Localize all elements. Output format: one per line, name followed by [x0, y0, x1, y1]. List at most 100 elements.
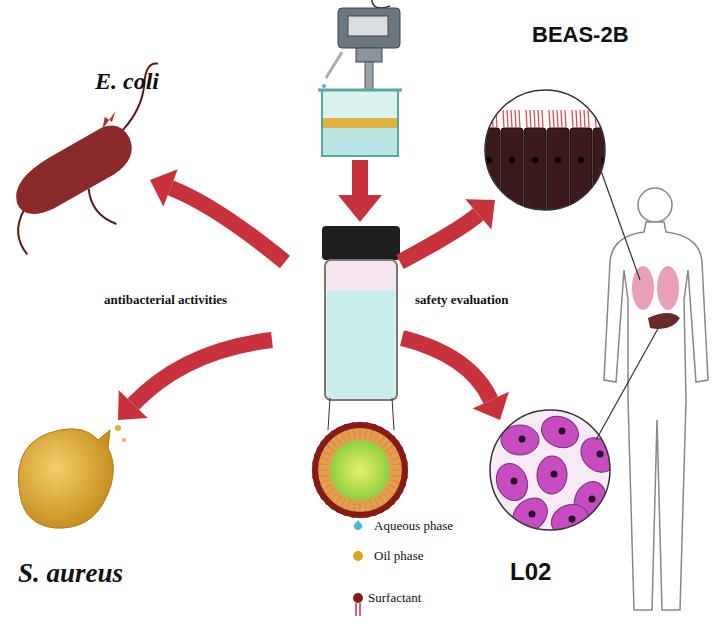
surfactant-head: [364, 511, 370, 517]
nucleus: [559, 428, 566, 435]
cilium: [580, 110, 581, 128]
cilium: [484, 110, 485, 128]
nucleus: [529, 511, 536, 518]
surfactant-head: [317, 446, 323, 452]
surfactant-tail: [365, 429, 367, 439]
surfactant-head: [371, 510, 377, 516]
legend-row: Aqueous phase: [350, 518, 453, 534]
process-arrow: [133, 340, 272, 404]
surfactant-head: [312, 467, 318, 473]
surfactant-head: [401, 474, 407, 480]
surfactant-tail: [375, 499, 380, 508]
surfactant-tail: [386, 445, 394, 451]
surfactant-tail: [318, 469, 328, 470]
surfactant-tail: [320, 457, 330, 460]
surfactant-tail: [353, 502, 355, 512]
cilium: [603, 110, 604, 128]
cilium: [553, 110, 554, 128]
surfactant-tail: [370, 500, 373, 510]
nucleus: [578, 157, 584, 163]
surfactant-tail: [319, 463, 329, 465]
surfactant-head: [343, 424, 349, 430]
beaker: [318, 90, 402, 156]
surfactant-tail: [353, 429, 355, 439]
surfactant-tail: [392, 469, 402, 470]
surfactant-head: [312, 460, 318, 466]
hepatocyte: [547, 500, 593, 541]
surfactant-head: [371, 424, 377, 430]
cilium: [515, 110, 516, 128]
process-arrow: [400, 214, 478, 262]
surfactant-tail: [341, 499, 346, 508]
surfactant-tail: [347, 500, 350, 510]
legend-row: Oil phase: [350, 548, 423, 564]
cilium: [534, 110, 535, 128]
s-aureus-bacterium: [18, 425, 126, 528]
arrow-head: [150, 169, 178, 206]
nanoemulsion-droplet: [312, 422, 408, 518]
cilium: [542, 110, 543, 128]
surfactant-tail: [383, 440, 390, 447]
cilium: [607, 110, 608, 128]
surfactant-tail: [323, 485, 332, 490]
cilium: [538, 110, 539, 128]
hepatocyte: [536, 455, 567, 494]
nucleus: [569, 516, 576, 523]
hepatocyte: [537, 411, 584, 453]
arrow-head: [473, 392, 509, 420]
epithelial-cell: [547, 128, 569, 218]
surfactant-tail: [390, 480, 400, 483]
nucleus: [511, 478, 518, 485]
process-label: antibacterial activities: [104, 292, 227, 308]
surfactant-tail: [386, 489, 394, 495]
surfactant-head: [350, 511, 356, 517]
surfactant-tail: [326, 489, 334, 495]
cilium: [584, 110, 585, 128]
surfactant-tail: [341, 433, 346, 442]
nucleus: [509, 157, 515, 163]
cell-line-label: BEAS-2B: [532, 22, 629, 48]
surfactant-icon: [353, 593, 363, 616]
cilium: [526, 110, 527, 128]
flow-arrow: [338, 160, 382, 222]
surfactant-head: [357, 512, 363, 518]
organism-label: E. coli: [95, 68, 159, 95]
bronchial-epithelium: [478, 85, 615, 218]
surfactant-tail: [335, 436, 341, 444]
epithelial-cell: [570, 128, 592, 218]
organism-label: S. aureus: [18, 558, 123, 589]
cell-line-label: L02: [510, 558, 551, 586]
surfactant-head: [377, 507, 383, 513]
process-arrow: [402, 338, 491, 400]
surfactant-head: [343, 510, 349, 516]
leader-line: [596, 325, 660, 440]
surfactant-head: [314, 481, 320, 487]
surfactant-tail: [390, 457, 400, 460]
cilium: [480, 110, 481, 128]
cilium: [511, 110, 512, 128]
surfactant-tail: [389, 485, 398, 490]
legend-text: Aqueous phase: [374, 518, 453, 534]
cilium: [530, 110, 531, 128]
surfactant-tail: [359, 428, 360, 438]
surfactant-head: [314, 453, 320, 459]
cilium: [507, 110, 508, 128]
e-coli-bacterium: [0, 62, 215, 268]
surfactant-tail: [383, 493, 390, 500]
surfactant-tail: [335, 496, 341, 504]
surfactant-tail: [375, 433, 380, 442]
surfactant-tail: [392, 463, 402, 465]
surfactant-tail: [365, 502, 367, 512]
nucleus: [589, 496, 596, 503]
human-figure: [604, 188, 708, 610]
surfactant-head: [357, 422, 363, 428]
cilium: [488, 110, 489, 128]
surfactant-head: [397, 446, 403, 452]
surfactant-tail: [323, 451, 332, 456]
cilium: [572, 110, 573, 128]
surfactant-tail: [330, 440, 337, 447]
surfactant-head: [350, 422, 356, 428]
organs: [632, 266, 680, 329]
surfactant-head: [397, 487, 403, 493]
